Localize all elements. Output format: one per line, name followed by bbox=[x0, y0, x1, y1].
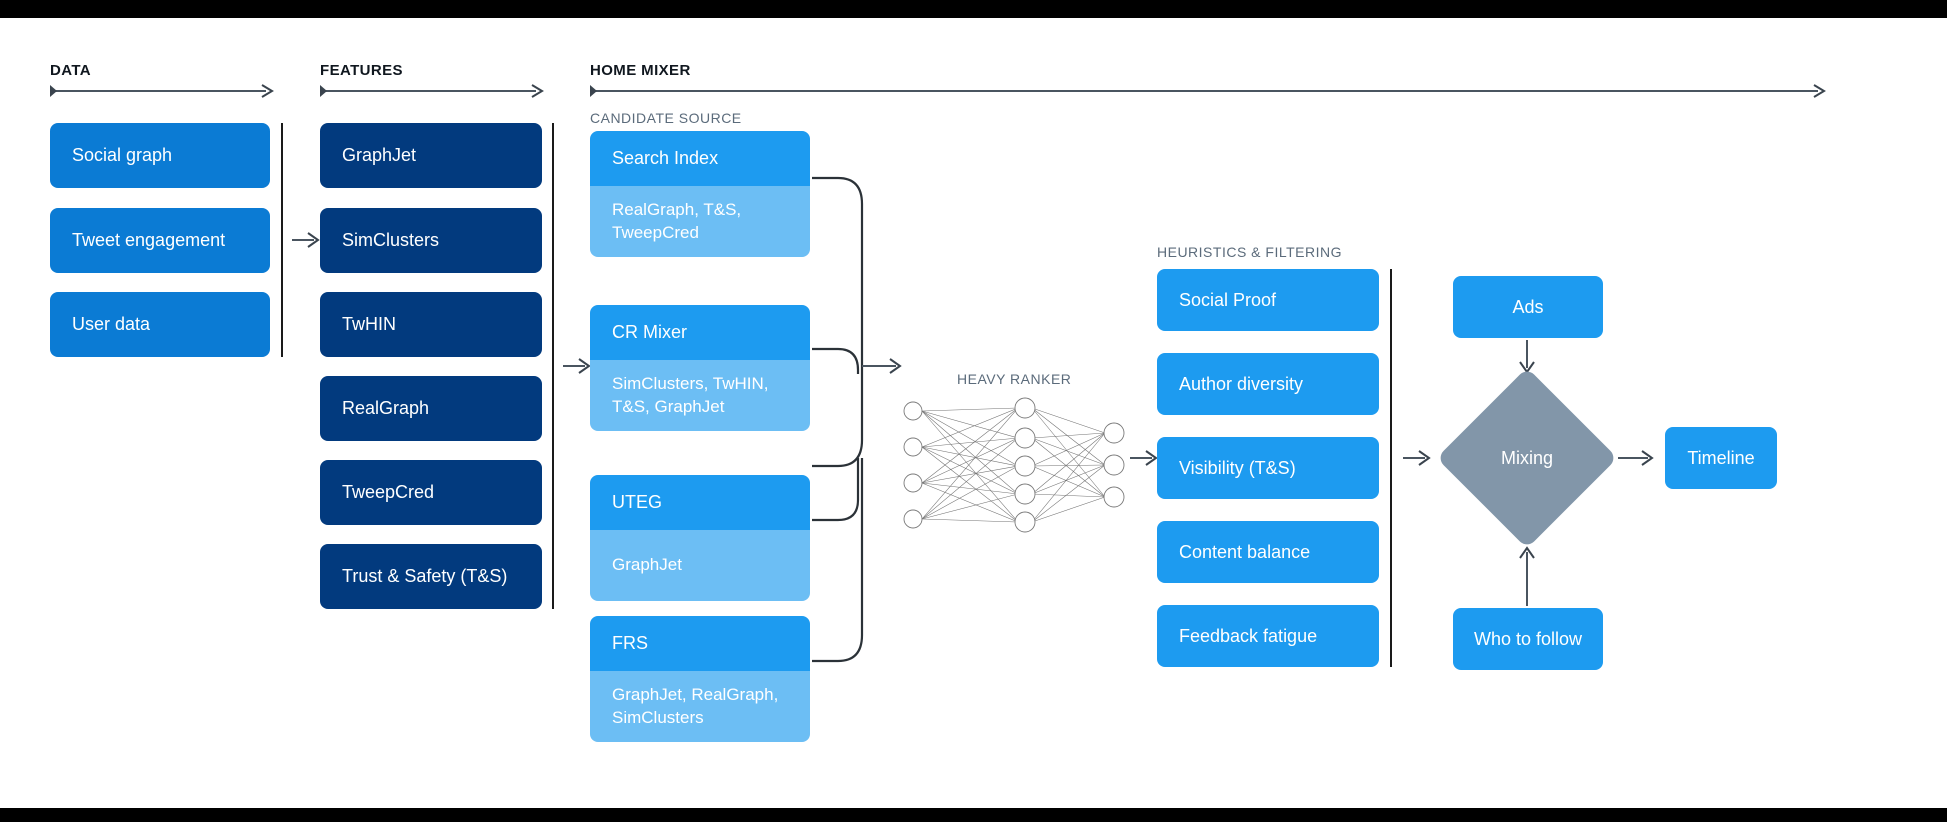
output-box-label: Who to follow bbox=[1473, 628, 1583, 649]
card-features: RealGraph, T&S, TweepCred bbox=[590, 186, 810, 257]
heuristic-box-feedback-fatigue[interactable]: Feedback fatigue bbox=[1157, 605, 1379, 667]
heuristic-box-label: Content balance bbox=[1179, 541, 1311, 562]
feature-box-label: GraphJet bbox=[342, 145, 417, 166]
data-box-label: User data bbox=[72, 314, 151, 335]
neural-network-diagram bbox=[903, 397, 1125, 533]
arrow-heuristics-to-mixing bbox=[1403, 450, 1431, 466]
feature-box-trust-safety[interactable]: Trust & Safety (T&S) bbox=[320, 544, 542, 609]
heuristic-box-social-proof[interactable]: Social Proof bbox=[1157, 269, 1379, 331]
section-header-home-mixer: HOME MIXER bbox=[590, 62, 691, 79]
feature-box-label: RealGraph bbox=[342, 398, 430, 419]
candidate-source-card-search-index[interactable]: Search Index RealGraph, T&S, TweepCred bbox=[590, 131, 810, 257]
arrow-ranker-to-heuristics bbox=[1130, 450, 1158, 466]
letterbox-bottom bbox=[0, 808, 1947, 822]
card-features: GraphJet bbox=[590, 530, 810, 601]
card-features: SimClusters, TwHIN, T&S, GraphJet bbox=[590, 360, 810, 431]
output-box-ads[interactable]: Ads bbox=[1453, 276, 1603, 338]
diagram-canvas: DATA FEATURES HOME MIXER CANDIDA bbox=[0, 18, 1947, 808]
card-features: GraphJet, RealGraph, SimClusters bbox=[590, 671, 810, 742]
data-box-user-data[interactable]: User data bbox=[50, 292, 270, 357]
candidate-source-card-uteg[interactable]: UTEG GraphJet bbox=[590, 475, 810, 601]
feature-box-label: TweepCred bbox=[342, 482, 435, 503]
data-box-label: Tweet engagement bbox=[72, 230, 226, 251]
subsection-header-heuristics: HEURISTICS & FILTERING bbox=[1157, 244, 1342, 260]
section-header-features: FEATURES bbox=[320, 62, 403, 79]
card-title: UTEG bbox=[590, 475, 810, 530]
data-box-social-graph[interactable]: Social graph bbox=[50, 123, 270, 188]
arrow-who-to-follow-to-mixing bbox=[1519, 546, 1535, 606]
divider-features-homemixer bbox=[552, 123, 554, 609]
section-header-data: DATA bbox=[50, 62, 92, 79]
card-title: FRS bbox=[590, 616, 810, 671]
data-box-label: Social graph bbox=[72, 145, 173, 166]
arrow-data-to-features bbox=[292, 232, 320, 248]
divider-heuristics-output bbox=[1390, 269, 1392, 667]
feature-box-tweepcred[interactable]: TweepCred bbox=[320, 460, 542, 525]
candidate-source-card-frs[interactable]: FRS GraphJet, RealGraph, SimClusters bbox=[590, 616, 810, 742]
candidate-source-card-cr-mixer[interactable]: CR Mixer SimClusters, TwHIN, T&S, GraphJ… bbox=[590, 305, 810, 431]
divider-data-features bbox=[281, 123, 283, 357]
subsection-header-candidate-source: CANDIDATE SOURCE bbox=[590, 110, 742, 126]
heuristic-box-label: Feedback fatigue bbox=[1179, 625, 1318, 646]
section-rule-home-mixer bbox=[588, 82, 1828, 100]
feature-box-twhin[interactable]: TwHIN bbox=[320, 292, 542, 357]
data-box-tweet-engagement[interactable]: Tweet engagement bbox=[50, 208, 270, 273]
subsection-header-heavy-ranker: HEAVY RANKER bbox=[957, 371, 1072, 387]
feature-box-label: Trust & Safety (T&S) bbox=[342, 566, 508, 587]
output-box-who-to-follow[interactable]: Who to follow bbox=[1453, 608, 1603, 670]
output-box-label: Ads bbox=[1512, 296, 1544, 317]
heuristic-box-content-balance[interactable]: Content balance bbox=[1157, 521, 1379, 583]
heuristic-box-label: Visibility (T&S) bbox=[1179, 457, 1296, 478]
output-box-label: Timeline bbox=[1687, 447, 1755, 468]
feature-box-realgraph[interactable]: RealGraph bbox=[320, 376, 542, 441]
arrow-features-to-candidate-source bbox=[563, 358, 591, 374]
feature-box-simclusters[interactable]: SimClusters bbox=[320, 208, 542, 273]
card-title: Search Index bbox=[590, 131, 810, 186]
letterbox-top bbox=[0, 0, 1947, 18]
feature-box-graphjet[interactable]: GraphJet bbox=[320, 123, 542, 188]
heuristic-box-label: Author diversity bbox=[1179, 373, 1304, 394]
connector-candidate-sources-to-ranker bbox=[812, 176, 902, 663]
feature-box-label: TwHIN bbox=[342, 314, 396, 335]
heuristic-box-label: Social Proof bbox=[1179, 289, 1277, 310]
section-rule-features bbox=[318, 82, 546, 100]
mixing-label: Mixing bbox=[1500, 447, 1553, 468]
heuristic-box-author-diversity[interactable]: Author diversity bbox=[1157, 353, 1379, 415]
heuristic-box-visibility[interactable]: Visibility (T&S) bbox=[1157, 437, 1379, 499]
arrow-ads-to-mixing bbox=[1519, 340, 1535, 374]
section-rule-data bbox=[48, 82, 276, 100]
output-box-timeline[interactable]: Timeline bbox=[1665, 427, 1777, 489]
arrow-mixing-to-timeline bbox=[1618, 450, 1654, 466]
feature-box-label: SimClusters bbox=[342, 230, 440, 251]
card-title: CR Mixer bbox=[590, 305, 810, 360]
